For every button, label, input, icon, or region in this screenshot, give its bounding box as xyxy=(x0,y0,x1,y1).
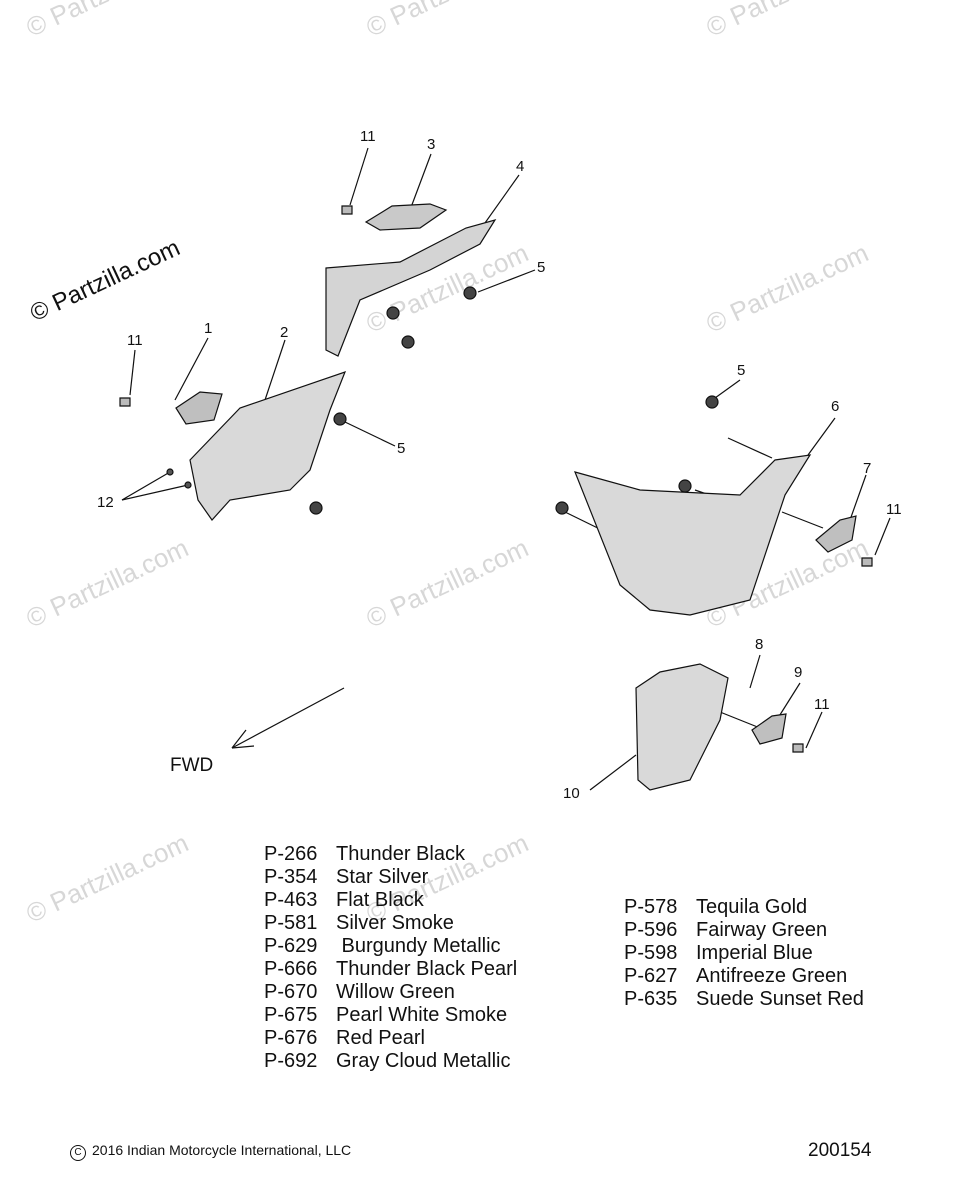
paint-code-row: P-675 Pearl White Smoke xyxy=(264,1004,517,1027)
paint-code-row: P-354 Star Silver xyxy=(264,866,517,889)
paint-color-name: Antifreeze Green xyxy=(696,965,848,987)
paint-code-row: P-666 Thunder Black Pearl xyxy=(264,958,517,981)
callout-label: 6 xyxy=(831,398,840,415)
callout-label: 11 xyxy=(814,696,830,713)
paint-color-name: Flat Black xyxy=(336,889,424,911)
paint-color-name: Pearl White Smoke xyxy=(336,1004,508,1026)
paint-code: P-627 xyxy=(624,965,678,987)
paint-color-name: Imperial Blue xyxy=(696,942,813,964)
copyright-notice: C 2016 Indian Motorcycle International, L… xyxy=(70,1142,351,1161)
paint-code-row: P-676 Red Pearl xyxy=(264,1027,517,1050)
paint-code: P-266 xyxy=(264,843,318,865)
fwd-label: FWD xyxy=(170,755,214,776)
paint-code: P-463 xyxy=(264,889,318,911)
paint-code: P-666 xyxy=(264,958,318,980)
paint-color-name: Thunder Black Pearl xyxy=(336,958,518,980)
callout-label: 4 xyxy=(516,158,525,175)
paint-code: P-692 xyxy=(264,1050,318,1072)
paint-color-name: Thunder Black xyxy=(336,843,465,865)
paint-code: P-635 xyxy=(624,988,678,1010)
paint-color-name: Suede Sunset Red xyxy=(696,988,864,1010)
paint-code: P-675 xyxy=(264,1004,318,1026)
paint-code: P-676 xyxy=(264,1027,318,1049)
callout-label: 7 xyxy=(863,460,872,477)
callout-label: 5 xyxy=(537,259,546,276)
paint-color-name: Silver Smoke xyxy=(336,912,454,934)
paint-color-name: Tequila Gold xyxy=(696,896,808,918)
callout-label: 11 xyxy=(886,501,902,518)
paint-code-row: P-627 Antifreeze Green xyxy=(624,965,864,988)
paint-code-row: P-670 Willow Green xyxy=(264,981,517,1004)
callout-label: 10 xyxy=(563,785,580,802)
callout-label: 9 xyxy=(794,664,803,681)
paint-code: P-581 xyxy=(264,912,318,934)
paint-color-name: Willow Green xyxy=(336,981,455,1003)
callout-label: 1 xyxy=(204,320,213,337)
paint-code: P-629 xyxy=(264,935,318,957)
paint-code-row: P-578 Tequila Gold xyxy=(624,896,864,919)
paint-color-name: Fairway Green xyxy=(696,919,828,941)
callout-label: 5 xyxy=(397,440,406,457)
paint-code-row: P-581 Silver Smoke xyxy=(264,912,517,935)
callout-label: 8 xyxy=(755,636,764,653)
callout-label: 11 xyxy=(127,332,143,349)
paint-color-name: Burgundy Metallic xyxy=(336,935,501,957)
paint-code-row: P-463 Flat Black xyxy=(264,889,517,912)
diagram-number: 200154 xyxy=(808,1140,872,1161)
paint-color-name: Gray Cloud Metallic xyxy=(336,1050,511,1072)
callout-label: 3 xyxy=(427,136,436,153)
callout-label: 5 xyxy=(737,362,746,379)
paint-color-name: Star Silver xyxy=(336,866,429,888)
paint-code-row: P-598 Imperial Blue xyxy=(624,942,864,965)
paint-code-row: P-596 Fairway Green xyxy=(624,919,864,942)
callout-label: 12 xyxy=(97,494,114,511)
copyright-text: 2016 Indian Motorcycle International, LL… xyxy=(92,1142,352,1158)
paint-code: P-596 xyxy=(624,919,678,941)
paint-color-name: Red Pearl xyxy=(336,1027,425,1049)
paint-code-row: P-629 Burgundy Metallic xyxy=(264,935,517,958)
copyright-icon: C xyxy=(70,1145,86,1161)
paint-code: P-578 xyxy=(624,896,678,918)
callout-label: 11 xyxy=(360,128,376,145)
paint-code-row: P-266 Thunder Black xyxy=(264,843,517,866)
paint-code-row: P-635 Suede Sunset Red xyxy=(624,988,864,1011)
paint-code: P-354 xyxy=(264,866,318,888)
paint-code-row: P-692 Gray Cloud Metallic xyxy=(264,1050,517,1073)
callout-label: 2 xyxy=(280,324,289,341)
paint-code: P-670 xyxy=(264,981,318,1003)
paint-code: P-598 xyxy=(624,942,678,964)
